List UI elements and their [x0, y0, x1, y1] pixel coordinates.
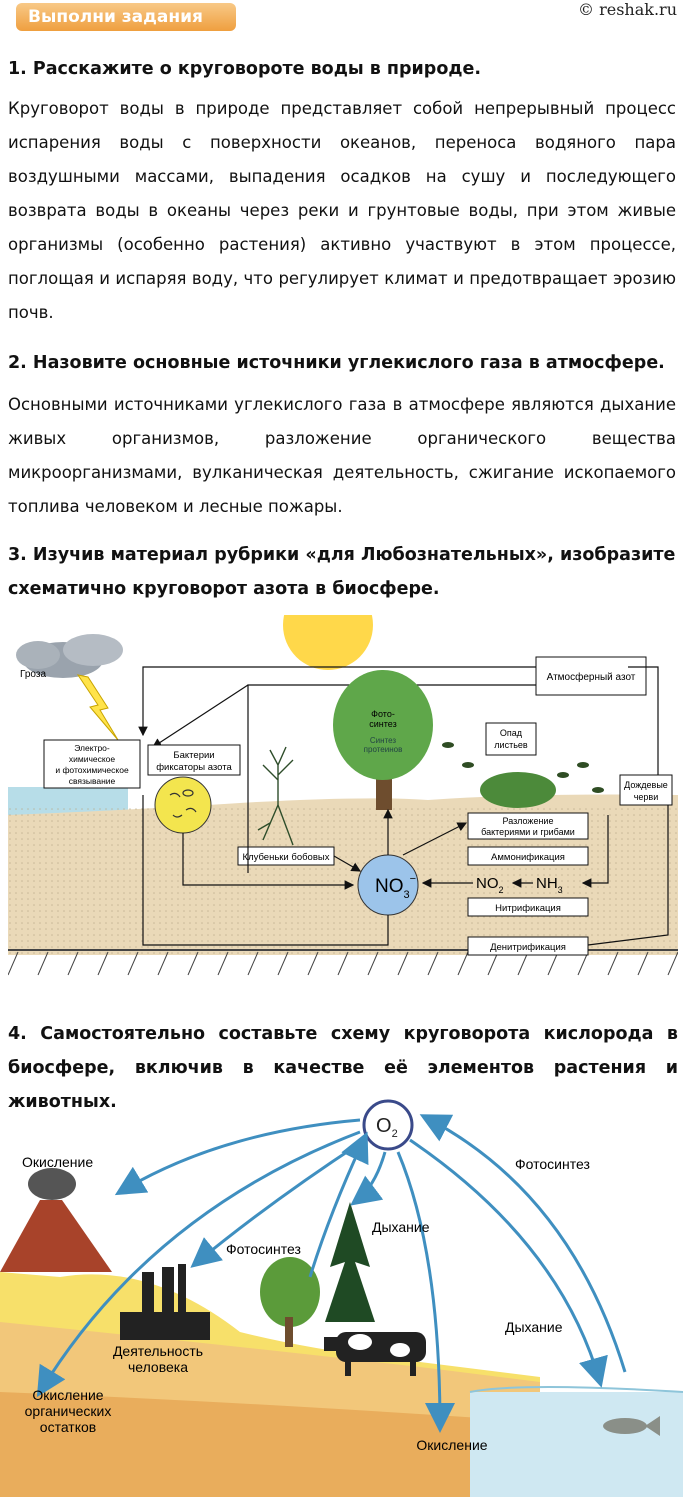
photosynthesis-center-label: Фотосинтез: [226, 1241, 301, 1257]
nitrite-formula: NO2: [476, 875, 504, 895]
question-2-title: 2. Назовите основные источники углекисло…: [8, 353, 665, 373]
organic-oxidation-label-1: Окисление: [32, 1387, 103, 1403]
oxidation-bottom-label: Окисление: [416, 1437, 487, 1453]
cloud-icon: [16, 634, 123, 678]
leaves-icon: [442, 742, 604, 793]
answer-2: Основными источниками углекислого газа в…: [8, 395, 676, 516]
smoke-icon: [28, 1168, 76, 1200]
organic-oxidation-label-3: остатков: [40, 1419, 96, 1435]
sun-icon: [283, 615, 373, 670]
ammonification-label: Аммонификация: [491, 852, 565, 863]
photosynthesis-label-2: синтез: [369, 719, 396, 729]
oxygen-circle: [362, 1099, 414, 1151]
organic-oxidation-label-2: органических: [25, 1403, 112, 1419]
ammonia-formula: NH3: [536, 875, 563, 895]
leaf-fall-box: [485, 722, 537, 756]
earthworm-label-1: Дождевые: [624, 780, 668, 790]
factory-icon: [120, 1264, 210, 1340]
answer-1: Круговорот воды в природе представляет с…: [8, 99, 676, 322]
bacteria-label-2: фиксаторы азота: [156, 762, 232, 773]
denitrification-label: Денитрификация: [490, 942, 566, 953]
photosynthesis-right-label: Фотосинтез: [515, 1156, 590, 1172]
water: [470, 1392, 683, 1497]
bacteria-circle: [154, 776, 212, 834]
oxygen-formula: O2: [376, 1115, 398, 1140]
leaf-fall-label-2: листьев: [494, 740, 528, 750]
volcano-icon: [0, 1200, 112, 1272]
question-1-title: 1. Расскажите о круговороте воды в приро…: [8, 59, 482, 79]
nodules-label: Клубеньки бобовых: [243, 852, 330, 863]
photosynthesis-label-1: Фото-: [371, 709, 395, 719]
electrochemical-label-2: химическое: [69, 754, 116, 764]
nitrification-box: [467, 897, 589, 917]
respiration-center-label: Дыхание: [372, 1219, 430, 1235]
question-4-title: 4. Самостоятельно составьте схему кругов…: [8, 1024, 678, 1112]
decomposition-label-1: Разложение: [503, 816, 554, 826]
legume-plant-icon: [257, 746, 294, 846]
earthworm-box: [619, 774, 673, 806]
bush-icon: [480, 772, 556, 808]
electrochemical-label-3: и фотохимическое: [55, 765, 129, 775]
lightning-icon: [76, 674, 119, 741]
section-badge: Выполни задания: [16, 3, 236, 31]
fish-icon: [603, 1416, 660, 1436]
denitrification-box: [467, 936, 589, 956]
human-activity-label-2: человека: [128, 1359, 188, 1375]
earthworm-label-2: черви: [634, 792, 659, 802]
bacteria-box: [147, 744, 241, 776]
storm-label: Гроза: [20, 669, 46, 680]
decomposition-label-2: бактериями и грибами: [481, 827, 575, 837]
nitrification-label: Нитрификация: [495, 903, 561, 914]
pine-tree-icon: [325, 1202, 375, 1322]
nitrogen-cycle-diagram: Гроза Атмосферный азот Электро- химическ…: [8, 615, 678, 976]
electrochemical-box: [43, 739, 141, 789]
electrochemical-label-4: связывание: [69, 776, 116, 786]
atmospheric-nitrogen-label: Атмосферный азот: [547, 671, 636, 683]
bacteria-label-1: Бактерии: [173, 750, 214, 761]
human-activity-label-1: Деятельность: [113, 1343, 203, 1359]
tree-crown-icon: [333, 670, 433, 780]
nitrate-formula: NO3−: [375, 873, 416, 901]
atmospheric-nitrogen-box: [535, 656, 647, 696]
deciduous-tree-icon: [260, 1257, 320, 1327]
respiration-right-label: Дыхание: [505, 1319, 563, 1335]
decomposition-box: [467, 812, 589, 840]
cow-icon: [324, 1332, 426, 1376]
question-3-title: 3. Изучив материал рубрики «для Любознат…: [8, 545, 676, 599]
ammonification-box: [467, 846, 589, 866]
protein-label-1: Синтез: [370, 736, 397, 745]
electrochemical-label-1: Электро-: [74, 743, 110, 753]
oxygen-cycle-diagram: O2 Окисление Фотосинтез Дыхание Фотосинт…: [0, 1099, 683, 1497]
protein-label-2: протеинов: [364, 745, 403, 754]
copyright: © reshak.ru: [578, 0, 677, 19]
leaf-fall-label-1: Опад: [500, 728, 523, 738]
oxidation-top-label: Окисление: [22, 1154, 93, 1170]
